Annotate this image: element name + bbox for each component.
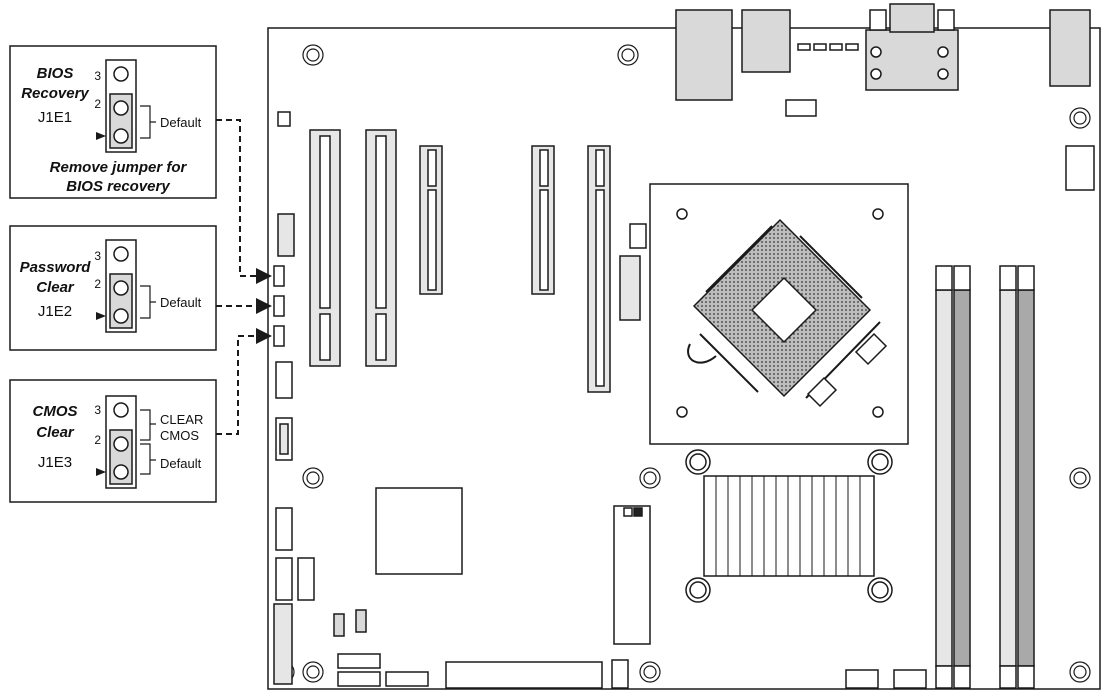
jumper-name-line-1: BIOS [37,65,74,82]
rear-io-connectors [675,3,1091,101]
pin1-arrow-icon [96,312,106,320]
south-bridge-chip [375,487,463,575]
jumper-name-line-1: Password [20,259,92,276]
chipset-heatsink [685,449,893,603]
pin1-arrow-icon [96,468,106,476]
cpu-socket [649,183,909,445]
jumper-ref: J1E2 [38,303,72,320]
clear-label-line-2: CMOS [160,428,199,443]
memory-slots [935,265,1035,689]
pin-number: 2 [94,97,101,111]
jumper-callout-password-clear: Password Clear J1E2 3 2 Default [9,225,217,351]
pin-number: 2 [94,277,101,291]
motherboard [267,3,1101,690]
jumper-headers-on-board [273,265,285,347]
default-label: Default [160,115,202,130]
pin-number: 3 [94,249,101,263]
pin1-arrow-icon [96,132,106,140]
leader-line-cmos-clear [216,328,272,435]
pin-number: 2 [94,433,101,447]
note-line-1: Remove jumper for [50,159,188,176]
note-line-2: BIOS recovery [66,178,170,195]
leader-line-bios-recovery [216,119,272,284]
pin-number: 3 [94,69,101,83]
jumper-name-line-2: Recovery [21,85,89,102]
jumper-callout-bios-recovery: BIOS Recovery J1E1 3 2 Default Remove ju… [9,45,217,199]
default-label: Default [160,295,202,310]
default-label: Default [160,456,202,471]
jumper-name-line-2: Clear [36,424,75,441]
jumper-name-line-1: CMOS [33,403,78,420]
atx-power-connector [613,505,651,645]
jumper-ref: J1E3 [38,454,72,471]
jumper-name-line-2: Clear [36,279,75,296]
leader-lines [216,119,272,435]
jumper-callout-cmos-clear: CMOS Clear J1E3 3 2 CLEAR CMOS Default [9,379,217,503]
jumper-ref: J1E1 [38,109,72,126]
expansion-slots [309,129,611,393]
pin-number: 3 [94,403,101,417]
clear-label-line-1: CLEAR [160,412,203,427]
